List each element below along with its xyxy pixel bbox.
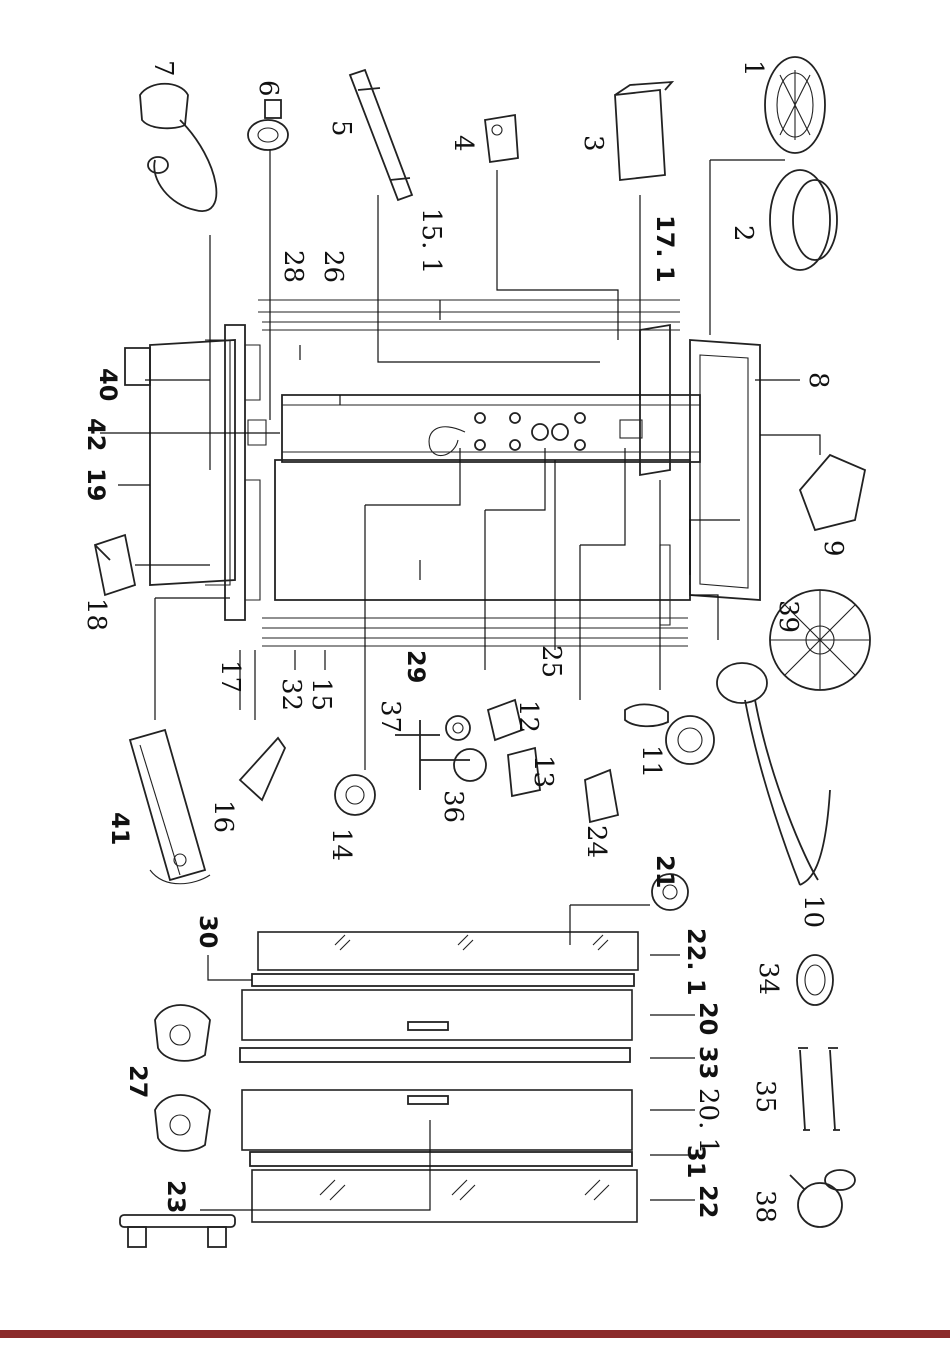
- part-7-hose: [140, 84, 216, 211]
- door-assembly: [240, 932, 638, 1222]
- label-17-1: 17. 1: [651, 215, 679, 283]
- rail-15-1: [258, 300, 680, 312]
- label-37: 37: [375, 700, 405, 733]
- part-6-nozzle: [248, 100, 288, 150]
- label-41: 41: [106, 812, 134, 845]
- part-2-drain: [770, 170, 837, 270]
- label-33: 33: [694, 1046, 722, 1079]
- label-13: 13: [528, 755, 558, 788]
- rail-28: [262, 322, 680, 330]
- label-1: 1: [738, 60, 768, 77]
- part-4-clip: [485, 115, 518, 162]
- back-panel: [275, 460, 690, 600]
- label-16: 16: [208, 800, 238, 833]
- label-10: 10: [798, 895, 828, 928]
- part-1-drain-cover: [765, 57, 825, 153]
- part-18-corner: [95, 535, 135, 595]
- label-9: 9: [818, 540, 848, 557]
- profile-33: [240, 1048, 630, 1062]
- part-35-strips: [798, 1048, 840, 1130]
- part-38-trap: [790, 1170, 855, 1227]
- label-3: 3: [578, 135, 608, 152]
- label-11: 11: [636, 745, 666, 778]
- label-28: 28: [278, 250, 308, 283]
- label-24: 24: [581, 825, 611, 858]
- rail-15: [262, 618, 688, 628]
- label-27: 27: [124, 1065, 152, 1098]
- column-inner: [282, 405, 700, 452]
- label-22: 22: [694, 1185, 722, 1218]
- label-17: 17: [215, 660, 245, 693]
- part-23-handle-bar: [120, 1215, 235, 1247]
- label-36: 36: [438, 790, 468, 823]
- door-20: [242, 990, 632, 1040]
- part-4-hole: [492, 125, 502, 135]
- body-jets: [475, 413, 585, 450]
- bracket-17-1-box: [620, 420, 642, 438]
- part-16-angle: [240, 738, 285, 800]
- profile-30: [252, 974, 634, 986]
- part-3-box: [615, 82, 672, 180]
- label-42: 42: [82, 418, 110, 451]
- label-15: 15: [306, 678, 336, 711]
- label-40: 40: [94, 368, 122, 401]
- side-strip: [660, 545, 670, 625]
- label-34: 34: [753, 962, 783, 995]
- label-21: 21: [651, 855, 679, 888]
- roof-panel: [150, 340, 235, 585]
- part-27-rollers: [155, 1005, 210, 1151]
- part-10-cap: [717, 663, 767, 703]
- label-15-1: 15. 1: [416, 208, 446, 274]
- door-20-1: [242, 1090, 632, 1150]
- side-strip-2: [245, 345, 260, 400]
- part-10-drain-hose: [745, 700, 830, 885]
- part-34-seal: [797, 955, 833, 1005]
- label-12: 12: [513, 700, 543, 733]
- part-36-37-valve: [395, 716, 486, 790]
- label-26: 26: [318, 250, 348, 283]
- part-24-bracket: [585, 770, 618, 822]
- side-strip-3: [245, 480, 260, 600]
- label-31: 31: [682, 1145, 710, 1178]
- label-14: 14: [326, 828, 356, 861]
- label-18: 18: [81, 598, 111, 631]
- glass-22-1: [258, 932, 638, 970]
- part-14-elbow: [335, 775, 375, 815]
- label-6: 6: [253, 80, 283, 97]
- part-9-tray: [800, 455, 865, 530]
- part-5-handle: [350, 70, 412, 200]
- base-tray-inner: [700, 355, 748, 588]
- label-39: 39: [773, 600, 803, 633]
- label-19: 19: [82, 468, 110, 501]
- part-41-detail: [130, 730, 210, 884]
- label-32: 32: [276, 678, 306, 711]
- profile-31: [250, 1152, 632, 1166]
- label-20: 20: [694, 1002, 722, 1035]
- label-5: 5: [326, 120, 356, 137]
- label-23: 23: [162, 1180, 190, 1213]
- main-enclosure-assembly: [150, 300, 760, 646]
- label-22-1: 22. 1: [682, 928, 710, 996]
- label-4: 4: [448, 135, 478, 152]
- rail-32: [262, 638, 688, 646]
- roof-edge: [205, 340, 230, 585]
- label-35: 35: [750, 1080, 780, 1113]
- label-2: 2: [728, 225, 758, 242]
- label-38: 38: [750, 1190, 780, 1223]
- glass-22: [252, 1170, 637, 1222]
- label-30: 30: [194, 915, 222, 948]
- footer-bar: [0, 1330, 950, 1338]
- label-8: 8: [803, 372, 833, 389]
- label-29: 29: [402, 650, 430, 683]
- label-25: 25: [536, 645, 566, 678]
- label-7: 7: [148, 60, 178, 77]
